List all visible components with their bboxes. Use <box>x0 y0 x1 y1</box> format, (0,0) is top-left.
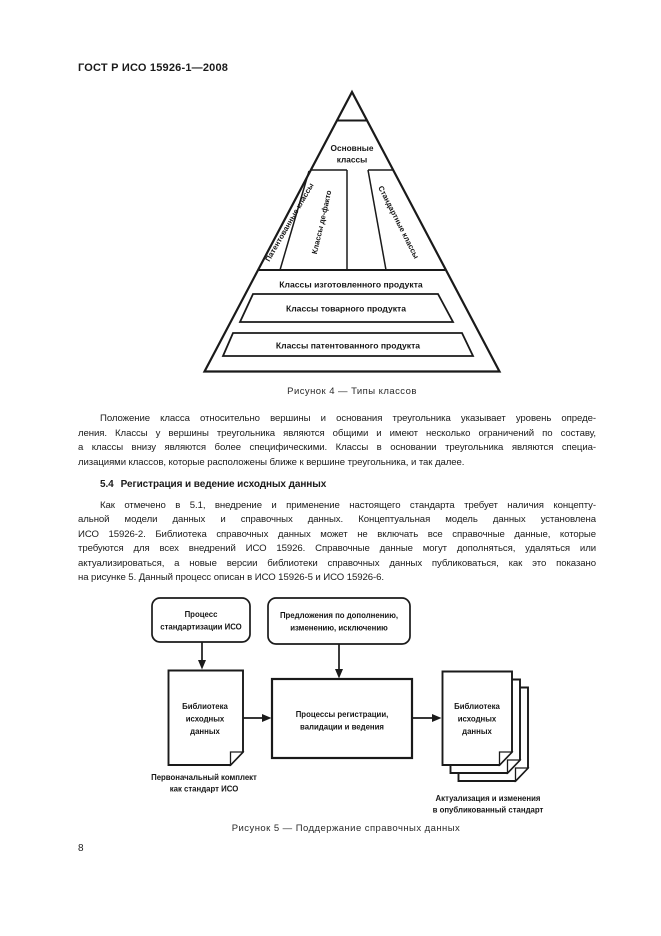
iso-process-box-label-line2: стандартизации ИСО <box>160 623 242 632</box>
section-number: 5.4 <box>100 479 114 490</box>
figure5-caption: Рисунок 5 — Поддержание справочных данны… <box>232 823 460 834</box>
update-label-line2: в опубликованный стандарт <box>433 806 544 815</box>
published-library-doc-middle-fold <box>506 759 522 775</box>
core-classes-label-line2: классы <box>337 155 367 165</box>
paragraph1-line: ления. Классы у вершины треугольника явл… <box>78 427 596 439</box>
iso-process-box <box>151 597 251 643</box>
proprietary-product-band <box>221 332 475 357</box>
manufactured-product-band-label: Классы изготовленного продукта <box>279 280 423 290</box>
paragraph2-line: альной модели данных и справочных данных… <box>78 514 596 525</box>
published-library-label-line3: данных <box>462 727 492 736</box>
band-divider-center-right <box>367 169 387 271</box>
published-library-doc-back-fold <box>514 767 530 783</box>
paragraph1-line: лизациями классов, которые расположены б… <box>78 456 465 468</box>
arrow-proposals-to-process-head <box>335 669 343 679</box>
paragraph2-line: ИСО 15926-2. Библиотека справочных данны… <box>78 528 596 540</box>
commodity-product-band <box>238 293 455 323</box>
source-library-label-line1: Библиотека <box>182 702 228 711</box>
proposals-box <box>267 597 411 645</box>
paragraph2-line: Как отмечено в 5.1, внедрение и применен… <box>100 499 596 511</box>
triangle-outline <box>202 89 502 373</box>
published-library-label-line2: исходных <box>458 715 497 724</box>
core-classes-label: Основные <box>331 143 374 153</box>
page-number: 8 <box>78 843 84 854</box>
proposals-box-label-line2: изменению, исключению <box>290 624 388 633</box>
figure5-maintenance-flowchart: Процесс стандартизации ИСО Предложения п… <box>151 597 544 834</box>
registration-process-label-line2: валидации и ведения <box>300 723 384 732</box>
update-label-line1: Актуализация и изменения <box>436 794 541 803</box>
registration-process-label-line1: Процессы регистрации, <box>296 710 389 719</box>
initial-set-label-line2: как стандарт ИСО <box>170 785 239 794</box>
section-heading-5-4: 5.4 Регистрация и ведение исходных данных <box>78 478 596 493</box>
section-title: Регистрация и ведение исходных данных <box>120 479 327 490</box>
arrow-iso-to-library-head <box>198 660 206 670</box>
published-library-doc-front-fold <box>498 751 514 767</box>
source-library-doc-fold <box>229 751 245 767</box>
paragraph1-line: а классы внизу являются более специфичес… <box>78 442 596 453</box>
band-divider-left <box>279 170 310 271</box>
registration-process-box <box>270 677 414 760</box>
published-library-label-line1: Библиотека <box>454 702 500 711</box>
paragraph2-line: требуются для всех внедрений ИСО 15926. … <box>78 543 596 554</box>
body-text-block: Положение класса относительно вершины и … <box>78 412 596 586</box>
proposals-box-label-line1: Предложения по дополнению, <box>280 611 398 620</box>
source-library-label-line3: данных <box>190 727 220 736</box>
published-library-stack: Библиотека исходных данных <box>441 670 530 783</box>
figure4-caption: Рисунок 4 — Типы классов <box>287 386 417 397</box>
proprietary-product-band-label: Классы патентованного продукта <box>276 341 420 351</box>
initial-set-label-line1: Первоначальный комплект <box>151 773 257 782</box>
paragraph2-line: актуализироваться, а новые версии библио… <box>78 557 596 569</box>
arrow-process-to-published-head <box>432 714 442 722</box>
figure4-class-types-diagram: Основные классы Патентованные классы Кла… <box>202 89 502 397</box>
source-library-label-line2: исходных <box>186 715 225 724</box>
commodity-product-band-label: Классы товарного продукта <box>286 304 406 314</box>
paragraph2-line: на рисунке 5. Данный процесс описан в ИС… <box>78 572 384 583</box>
paragraph1-line: Положение класса относительно вершины и … <box>100 413 596 424</box>
document-code-header: ГОСТ Р ИСО 15926-1—2008 <box>78 62 229 74</box>
arrow-library-to-process-head <box>262 714 272 722</box>
iso-process-box-label-line1: Процесс <box>185 610 218 619</box>
